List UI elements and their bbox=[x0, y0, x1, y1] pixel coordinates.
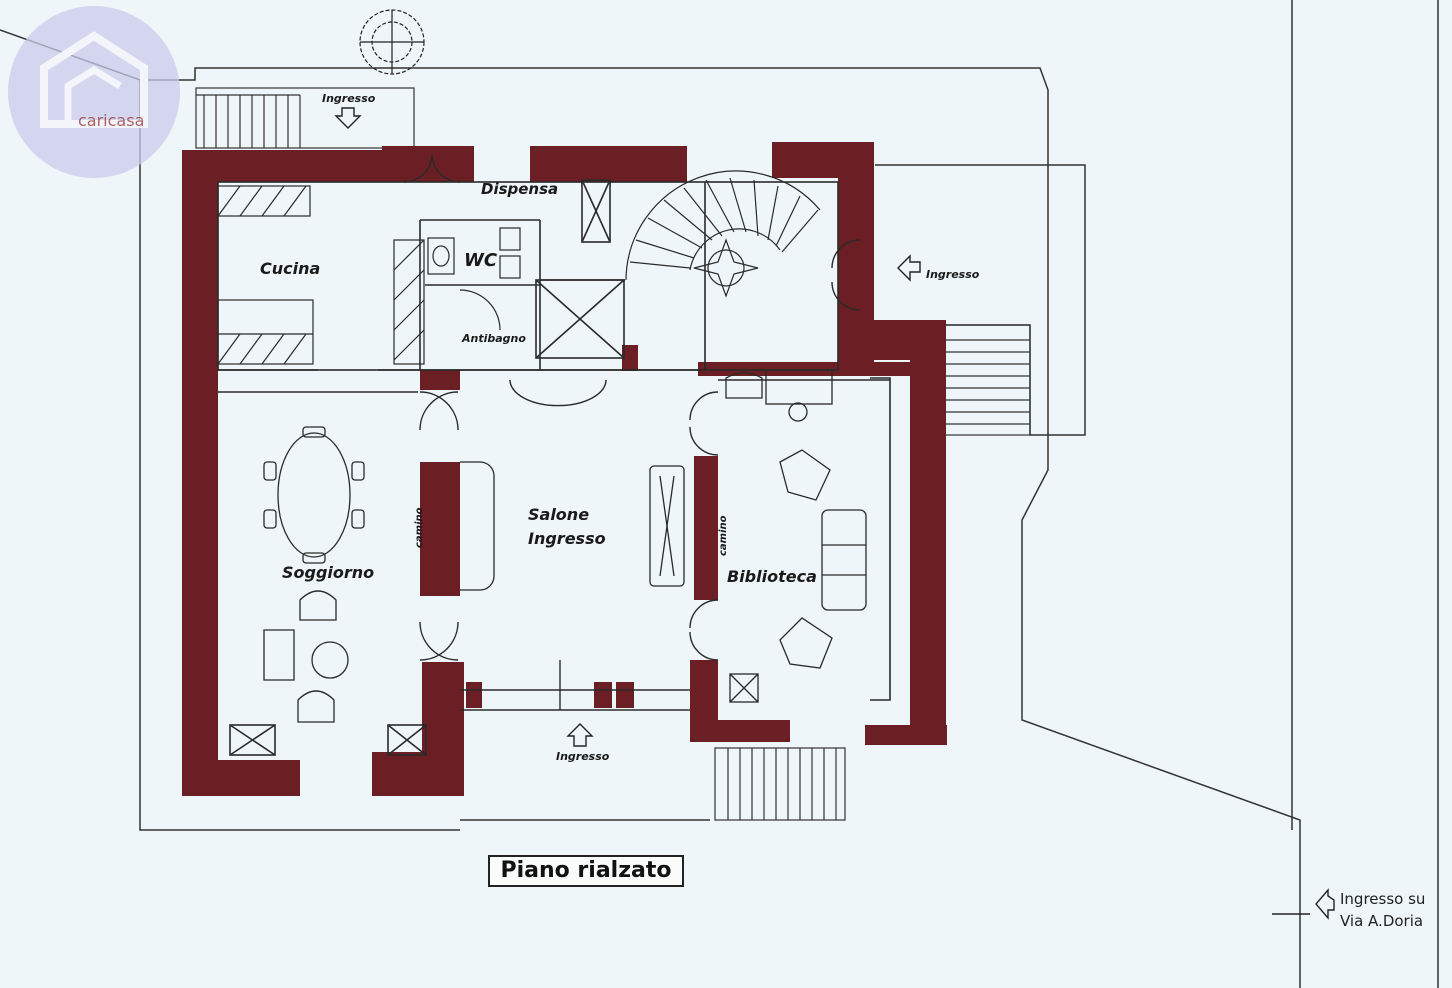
street-entrance-label: Ingresso su Via A.Doria bbox=[1340, 888, 1450, 932]
interior-partitions bbox=[217, 179, 891, 756]
exterior-walls bbox=[182, 142, 947, 796]
room-label-cucina: Cucina bbox=[260, 259, 320, 278]
arrow-up-icon bbox=[566, 723, 594, 747]
room-label-salone: Salone bbox=[528, 505, 589, 524]
biblioteca-furniture bbox=[725, 369, 867, 703]
fireplace-label-left: camino bbox=[414, 507, 425, 548]
room-label-antibagno: Antibagno bbox=[461, 332, 526, 345]
soggiorno-furniture bbox=[263, 426, 365, 723]
room-label-soggiorno: Soggiorno bbox=[282, 563, 374, 582]
fireplace-label-right: camino bbox=[718, 515, 729, 556]
entrance-label-right: Ingresso bbox=[926, 268, 980, 281]
stairs-right bbox=[944, 324, 1031, 436]
room-label-biblioteca: Biblioteca bbox=[727, 567, 817, 586]
wc-fixtures bbox=[427, 227, 521, 331]
doors bbox=[403, 153, 861, 710]
stairs-bottom bbox=[714, 747, 846, 821]
room-label-salone-ingresso: Ingresso bbox=[528, 529, 606, 548]
interior-walls bbox=[420, 345, 718, 708]
tree-symbol bbox=[359, 9, 425, 75]
stairs-top-left bbox=[195, 87, 415, 149]
entrance-arrows bbox=[334, 107, 1335, 920]
street-entrance-line2: Via A.Doria bbox=[1340, 912, 1424, 930]
caricasa-logo: caricasa bbox=[8, 6, 180, 178]
entrance-label-top-left: Ingresso bbox=[322, 92, 376, 105]
plan-title: Piano rialzato bbox=[488, 855, 684, 887]
street-entrance-line1: Ingresso su bbox=[1340, 890, 1426, 908]
room-label-wc: WC bbox=[464, 250, 498, 271]
room-label-dispensa: Dispensa bbox=[481, 180, 558, 198]
arrow-down-icon bbox=[334, 107, 362, 129]
arrow-left-icon bbox=[1315, 888, 1335, 920]
logo-text: caricasa bbox=[78, 111, 144, 130]
entrance-label-bottom: Ingresso bbox=[556, 750, 610, 763]
salone-furniture bbox=[460, 461, 685, 591]
spiral-staircase bbox=[625, 170, 821, 298]
kitchen-counters bbox=[217, 185, 425, 365]
arrow-left-icon bbox=[897, 254, 921, 282]
